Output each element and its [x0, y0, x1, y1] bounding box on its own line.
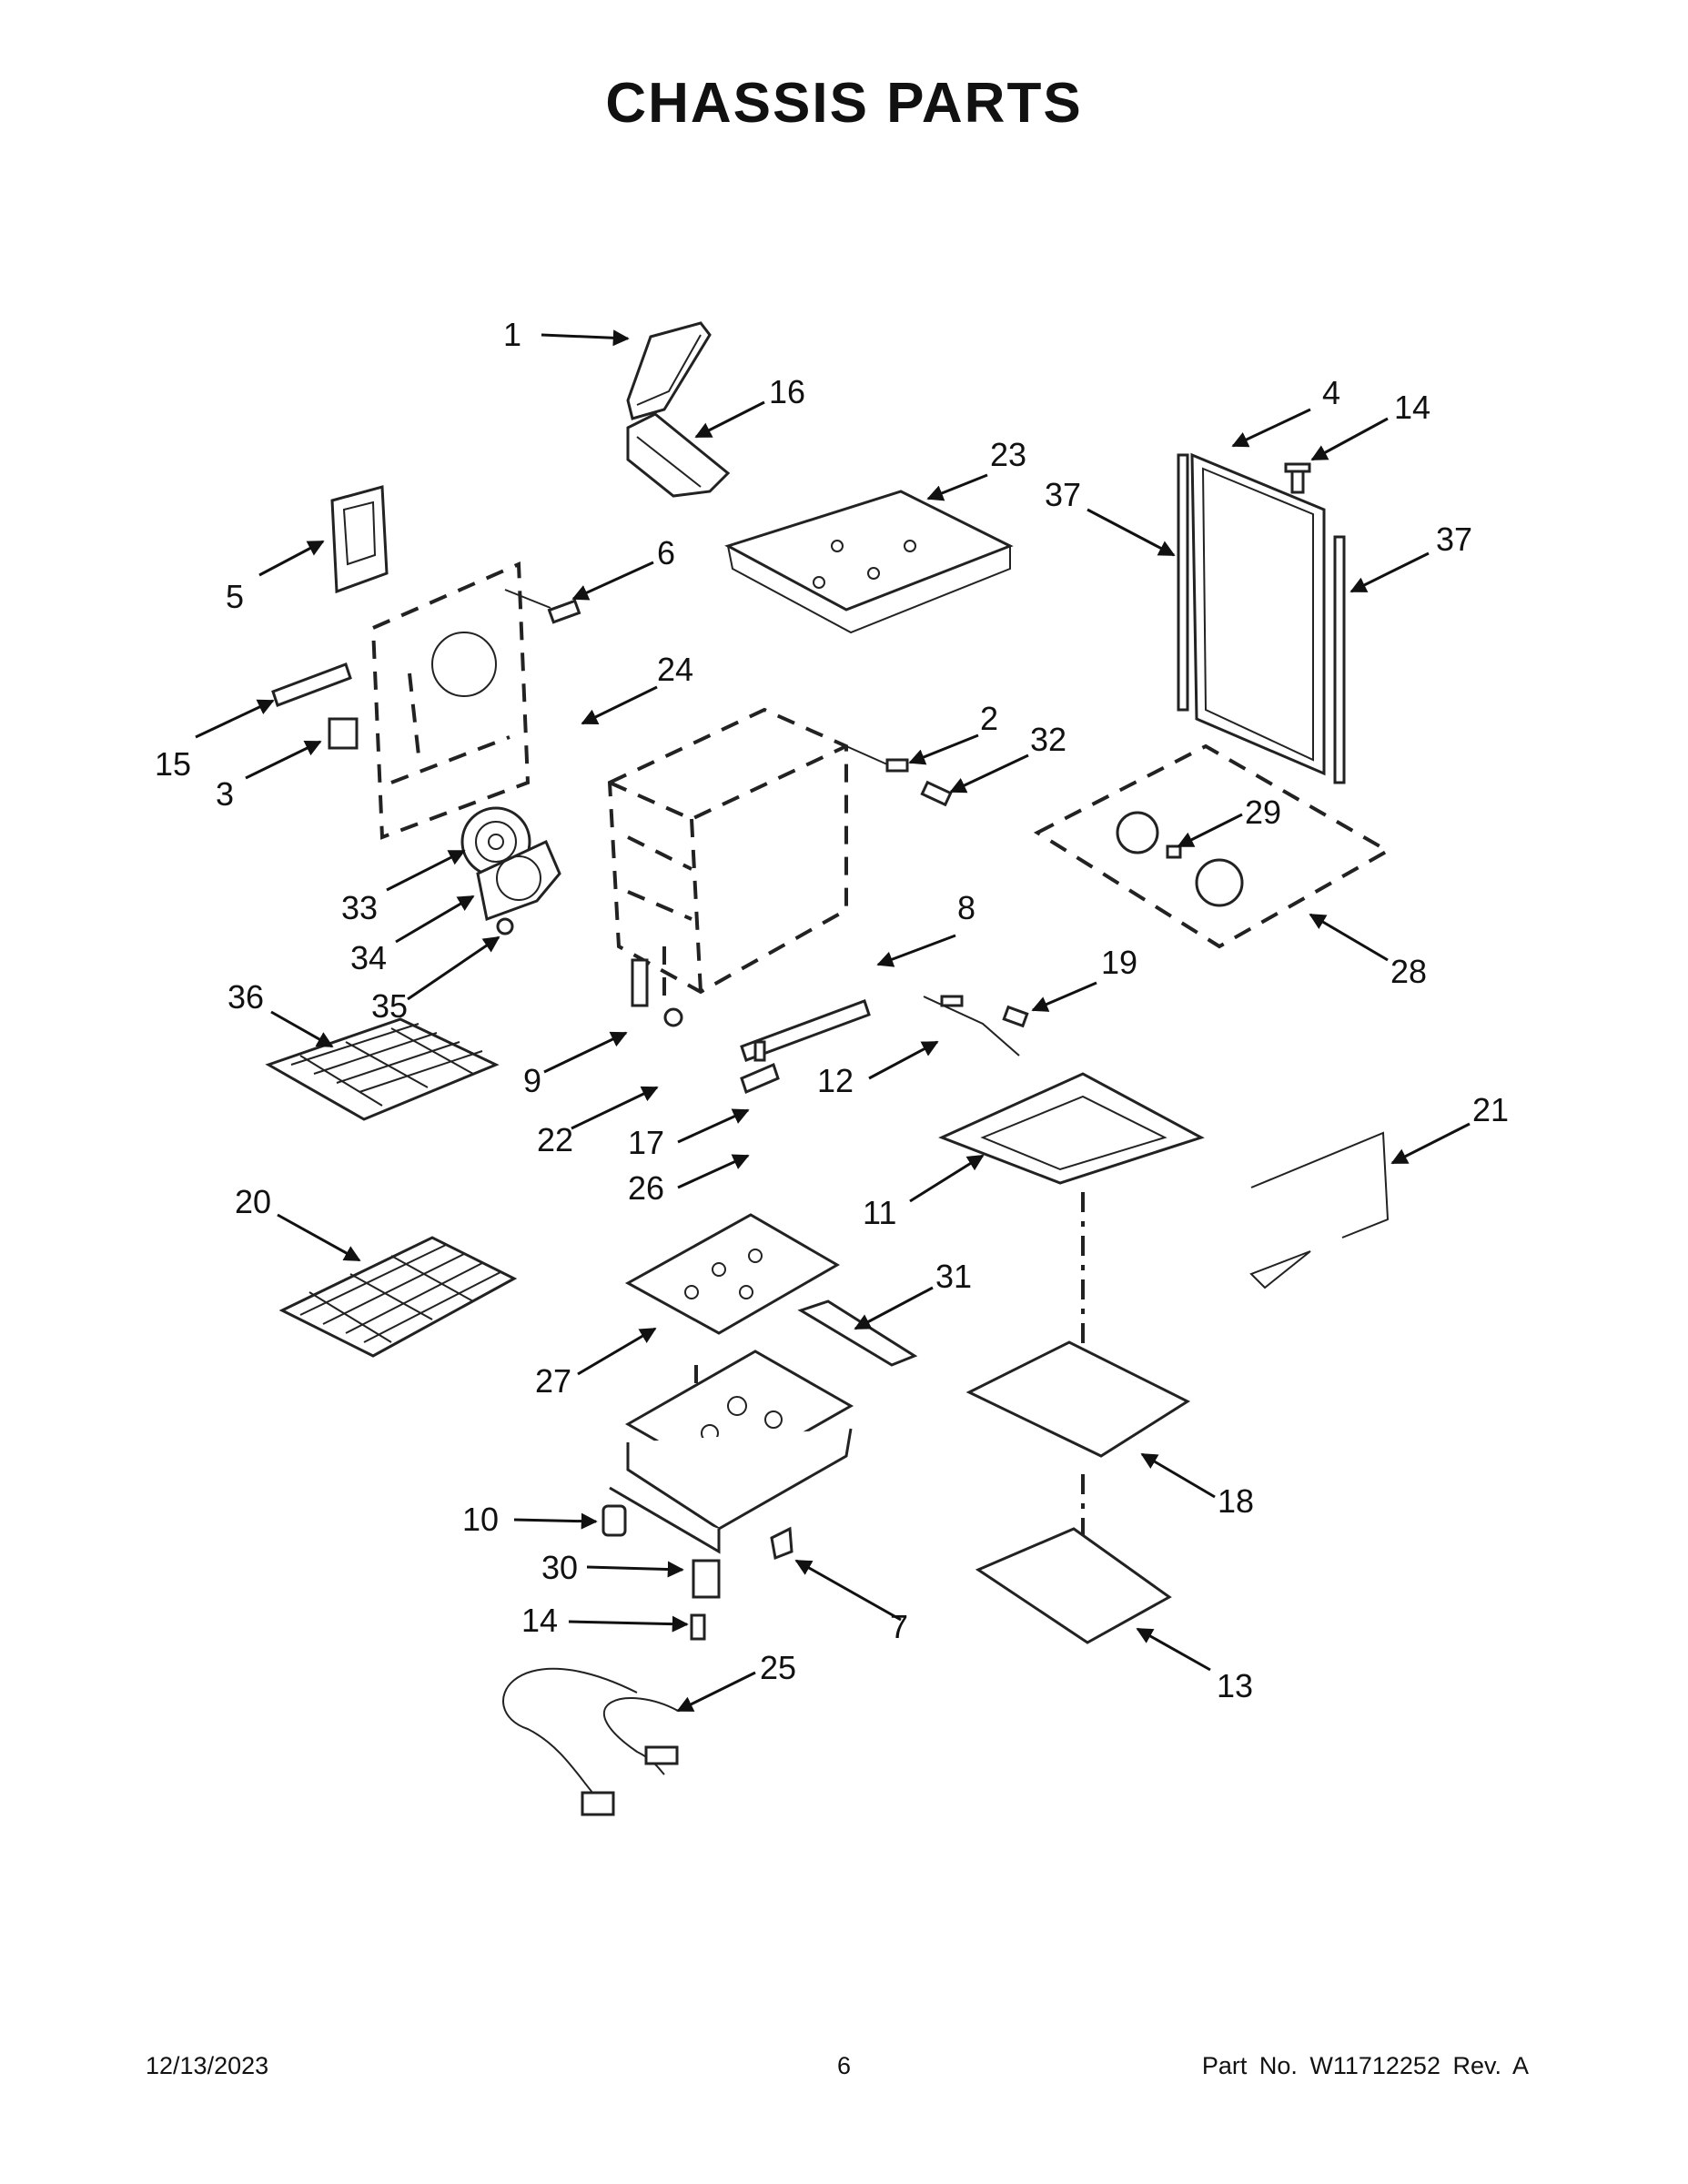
part-24-oven-cavity: [607, 707, 848, 995]
callout-19: 19: [1101, 944, 1137, 981]
callout-30: 30: [541, 1549, 578, 1586]
callout-8: 8: [957, 889, 975, 926]
callout-21: 21: [1472, 1091, 1509, 1128]
footer-date: 12/13/2023: [146, 2052, 269, 2079]
footer-part-number: Part No. W11712252 Rev. A: [1201, 2052, 1529, 2079]
part-9-bracket: [631, 946, 666, 1007]
burner-base: [609, 1350, 854, 1554]
part-30-valve: [692, 1559, 721, 1599]
part-18-heat-shield: [965, 1192, 1191, 1458]
part-31-bracket: [797, 1299, 918, 1367]
callout-3: 3: [216, 775, 234, 813]
part-14-screw-bottom: [690, 1613, 706, 1641]
part-13-bottom-pan: [975, 1474, 1172, 1644]
part-10-orifice: [601, 1504, 627, 1537]
part-4-door-frame: [1190, 452, 1326, 776]
footer-page-number: 6: [836, 2052, 852, 2079]
page-title: CHASSIS PARTS: [605, 72, 1083, 135]
callout-6: 6: [657, 534, 675, 571]
part-8-kick-rail: [740, 999, 871, 1062]
callout-34: 34: [350, 939, 387, 976]
callout-33: 33: [341, 889, 378, 926]
part-17-screw: [753, 1040, 766, 1062]
part-1-vent-cap: [626, 321, 712, 420]
callout-2: 2: [980, 700, 998, 737]
part-23-top-panel: [724, 490, 1014, 634]
part-2-screw: [845, 745, 909, 773]
callout-17: 17: [628, 1124, 664, 1161]
callout-23: 23: [990, 436, 1026, 473]
callout-22: 22: [537, 1121, 573, 1158]
callout-10: 10: [462, 1501, 499, 1538]
callout-11: 11: [863, 1194, 896, 1231]
part-5-side-bracket: [330, 485, 389, 594]
callout-18: 18: [1218, 1482, 1254, 1520]
callout-31: 31: [935, 1258, 972, 1295]
callout-28: 28: [1390, 953, 1427, 990]
callout-14-bottom: 14: [521, 1602, 558, 1639]
part-21-gasket: [1249, 1131, 1390, 1289]
callout-1: 1: [503, 316, 521, 353]
callout-29: 29: [1245, 794, 1281, 831]
part-37-strip-left: [1177, 453, 1189, 712]
callout-14-top: 14: [1394, 389, 1430, 426]
part-26-clip: [740, 1062, 780, 1095]
part-27-bottom-panel: [624, 1213, 840, 1335]
part-25-power-cord: [502, 1667, 679, 1816]
callout-24: 24: [657, 651, 693, 688]
part-6-screw: [504, 589, 581, 624]
callout-5: 5: [226, 578, 244, 615]
rear-panel: [370, 561, 531, 840]
callout-9: 9: [523, 1062, 541, 1099]
part-36-roller-rack: [265, 1017, 500, 1121]
part-16-vent-duct: [626, 412, 731, 498]
callout-27: 27: [535, 1362, 571, 1400]
callout-32: 32: [1030, 721, 1066, 758]
callout-12: 12: [817, 1062, 854, 1099]
callout-20: 20: [235, 1183, 271, 1220]
part-19-screw: [1002, 1005, 1029, 1028]
callout-37-left: 37: [1045, 476, 1081, 513]
part-32-screw: [920, 780, 953, 807]
callout-4: 4: [1322, 374, 1340, 411]
callout-16: 16: [769, 373, 805, 410]
part-11-frame: [938, 1072, 1205, 1185]
part-28-knob-kit: [1033, 743, 1392, 949]
callout-13: 13: [1217, 1667, 1253, 1704]
callout-35: 35: [371, 987, 408, 1025]
part-22-screw: [663, 1007, 683, 1027]
part-3-clip: [328, 717, 359, 750]
part-14-screw-top: [1284, 462, 1311, 494]
callout-26: 26: [628, 1169, 664, 1207]
callout-7: 7: [890, 1608, 908, 1645]
callout-36: 36: [227, 978, 264, 1016]
callout-37-right: 37: [1436, 521, 1472, 558]
callout-numbers: 1 16 23 4 14 37 37 5 6 24 2 32 15 3 29 2…: [155, 316, 1509, 1704]
part-34-fan-bracket: [476, 839, 561, 922]
part-20-oven-rack: [278, 1236, 518, 1358]
callout-15: 15: [155, 745, 191, 783]
callout-25: 25: [760, 1649, 796, 1686]
part-35-screw: [496, 917, 514, 935]
part-37-strip-right: [1333, 535, 1346, 784]
part-12-sensor: [923, 995, 1020, 1057]
leader-lines: [195, 329, 1471, 1713]
part-15-rail: [271, 662, 352, 707]
part-7-clip: [770, 1526, 793, 1561]
